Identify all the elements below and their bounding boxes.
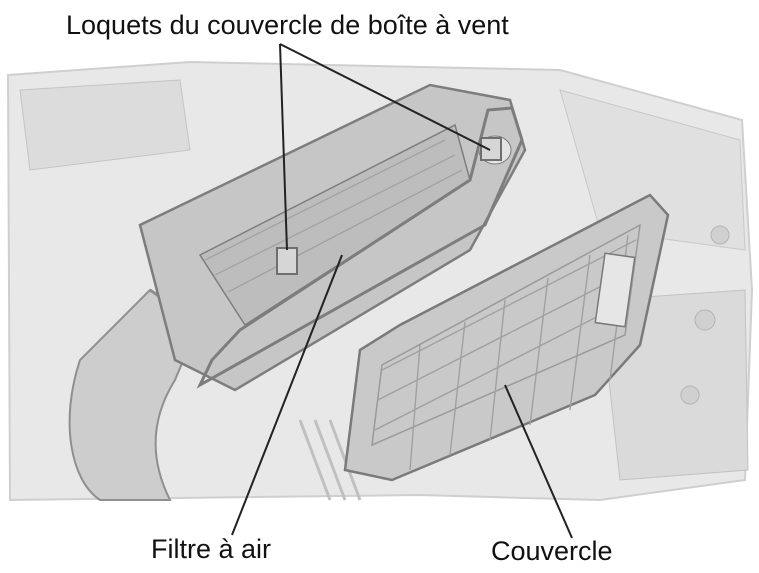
leader-line-latch-left [279,43,288,251]
air-filter-housing [138,83,527,392]
airbox-cover [343,193,670,482]
latch-left [276,247,298,275]
leader-lines [231,43,573,539]
latch-right [480,137,502,161]
label-airbox-cover-latches: Loquets du couvercle de boîte à vent [66,10,509,40]
leader-line-filter [231,254,343,536]
label-air-filter: Filtre à air [151,534,272,564]
label-cover: Couvercle [491,536,613,566]
leader-line-cover [504,384,573,539]
leader-line-latch-right [279,43,491,151]
